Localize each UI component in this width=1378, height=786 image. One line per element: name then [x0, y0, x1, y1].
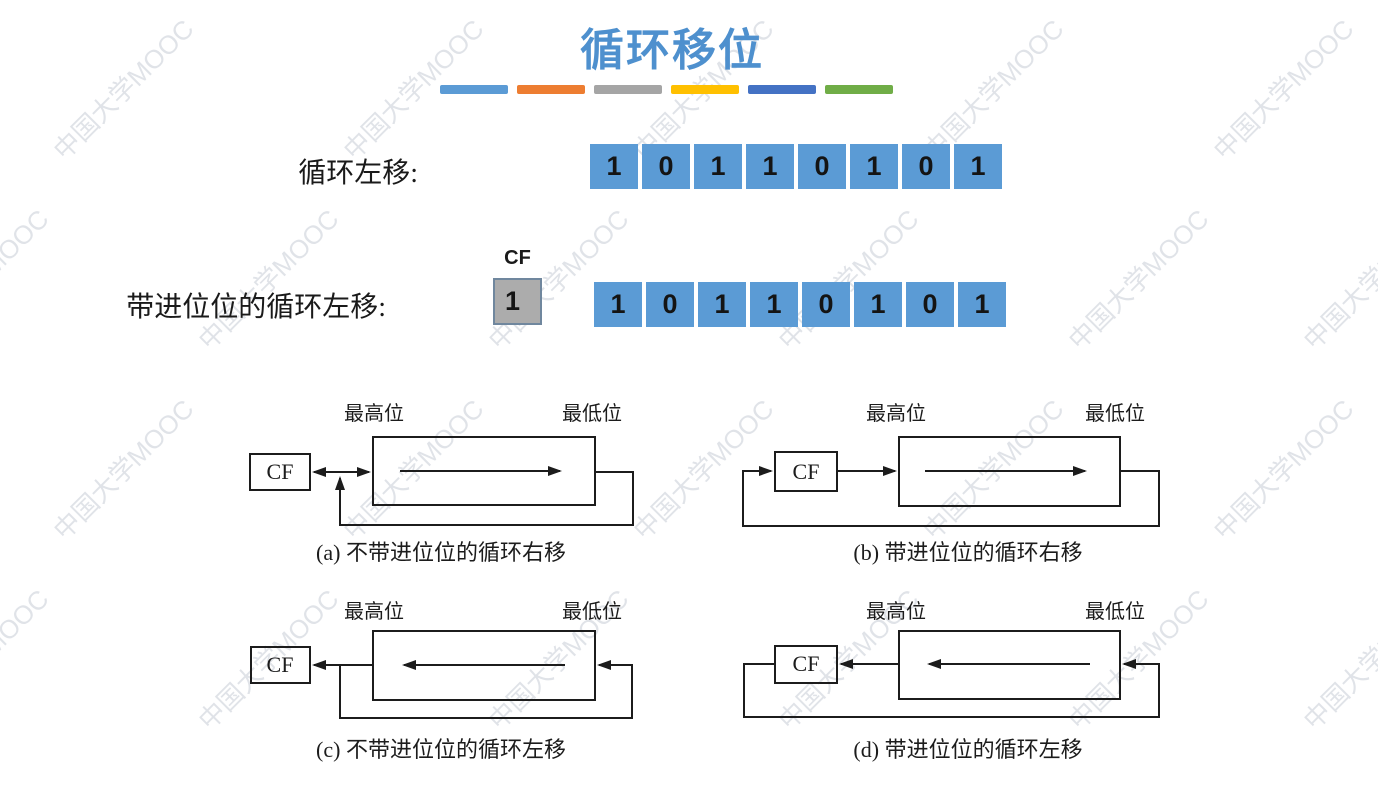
diagram-caption: (b) 带进位位的循环右移 — [853, 540, 1082, 565]
cf-label: CF — [504, 247, 531, 269]
bit-cell: 0 — [798, 144, 846, 189]
diagram-rotate-right-with-carry: 最高位 最低位 CF (b) 带进位位的循环右移 — [742, 402, 1160, 565]
watermark: 中国大学MOOC — [772, 203, 925, 356]
cf-text: CF — [793, 459, 820, 484]
watermark: 中国大学MOOC — [47, 13, 200, 166]
bit-cell: 1 — [850, 144, 898, 189]
bit-cell: 1 — [590, 144, 638, 189]
divider-bar — [517, 85, 585, 94]
bit-cell: 1 — [694, 144, 742, 189]
diagram-rotate-left-with-carry: 最高位 最低位 CF (d) 带进位位的循环左移 — [743, 600, 1160, 762]
high-bit-label: 最高位 — [866, 600, 926, 623]
bit-cell: 1 — [854, 282, 902, 327]
bit-row-rotate-left-carry: 1 0 1 1 0 1 0 1 — [594, 282, 1006, 327]
divider-bar — [440, 85, 508, 94]
watermark: 中国大学MOOC — [0, 203, 55, 356]
diagram-rotate-left-no-carry: 最高位 最低位 CF (c) 不带进位位的循环左移 — [250, 600, 633, 762]
watermark: 中国大学MOOC — [192, 203, 345, 356]
watermark: 中国大学MOOC — [1207, 13, 1360, 166]
page-title: 循环移位 — [580, 26, 764, 75]
low-bit-label: 最低位 — [1085, 402, 1145, 425]
feedback-path — [335, 471, 634, 526]
watermark: 中国大学MOOC — [1207, 393, 1360, 546]
cf-box — [250, 646, 311, 684]
watermark: 中国大学MOOC — [1297, 203, 1378, 356]
feedback-path — [339, 660, 633, 719]
watermark: 中国大学MOOC — [1062, 203, 1215, 356]
low-bit-label: 最低位 — [562, 600, 622, 623]
bit-cell: 1 — [750, 282, 798, 327]
high-bit-label: 最高位 — [344, 402, 404, 425]
bit-cell: 1 — [958, 282, 1006, 327]
rotate-left-label: 循环左移: — [298, 158, 418, 189]
low-bit-label: 最低位 — [562, 402, 622, 425]
cf-text: CF — [267, 652, 294, 677]
bit-cell: 0 — [906, 282, 954, 327]
feedback-path — [742, 466, 1160, 527]
cf-text: CF — [267, 459, 294, 484]
bit-cell: 1 — [954, 144, 1002, 189]
bit-cell: 0 — [642, 144, 690, 189]
low-bit-label: 最低位 — [1085, 600, 1145, 623]
bit-cell: 0 — [902, 144, 950, 189]
watermark: 中国大学MOOC — [0, 583, 55, 736]
watermark: 中国大学MOOC — [1297, 583, 1378, 736]
diagram-caption: (c) 不带进位位的循环左移 — [316, 737, 566, 762]
cf-carry-box: 1 — [493, 278, 542, 325]
divider-bar — [825, 85, 893, 94]
divider-bar — [748, 85, 816, 94]
diagram-rotate-right-no-carry: 最高位 最低位 CF (a) 不带进位位的循环右移 — [249, 402, 634, 565]
bit-row-rotate-left: 1 0 1 1 0 1 0 1 — [590, 144, 1002, 189]
bit-cell: 1 — [698, 282, 746, 327]
bit-cell: 0 — [802, 282, 850, 327]
rotate-left-carry-label: 带进位位的循环左移: — [126, 292, 386, 323]
high-bit-label: 最高位 — [866, 402, 926, 425]
bit-cell: 1 — [746, 144, 794, 189]
watermark: 中国大学MOOC — [47, 393, 200, 546]
bit-cell: 0 — [646, 282, 694, 327]
divider-bars — [440, 85, 893, 94]
cf-text: CF — [793, 651, 820, 676]
high-bit-label: 最高位 — [344, 600, 404, 623]
diagram-caption: (a) 不带进位位的循环右移 — [316, 540, 566, 565]
diagram-caption: (d) 带进位位的循环左移 — [853, 737, 1082, 762]
divider-bar — [594, 85, 662, 94]
feedback-path — [743, 659, 1160, 718]
divider-bar — [671, 85, 739, 94]
cf-box — [249, 453, 311, 491]
bit-cell: 1 — [594, 282, 642, 327]
